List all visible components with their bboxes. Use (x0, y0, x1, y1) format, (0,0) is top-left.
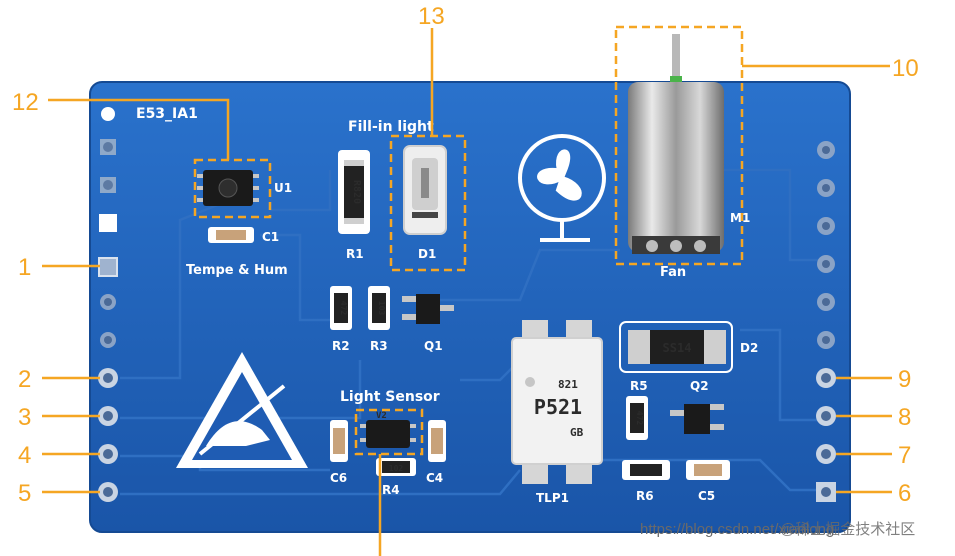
d1-label: D1 (418, 247, 436, 261)
c5-label: C5 (698, 489, 715, 503)
watermark-url: https://blog.csdn.net/xiaolong (640, 521, 834, 538)
u1-sensor-chip (197, 170, 259, 206)
r1-label: R1 (346, 247, 364, 261)
r3-resistor: 103 (368, 286, 390, 330)
fill-in-light-label: Fill-in light (348, 119, 434, 135)
svg-text:SS14: SS14 (663, 341, 692, 355)
c4-capacitor (428, 420, 446, 462)
callout-12: 12 (12, 89, 39, 116)
r1-resistor: R820 (338, 150, 370, 234)
svg-text:GB: GB (570, 426, 584, 439)
c4-label: C4 (426, 471, 443, 485)
light-sensor-label: Light Sensor (340, 389, 440, 405)
c1-capacitor (208, 227, 254, 243)
svg-text:472: 472 (635, 411, 644, 426)
c5-capacitor (686, 460, 730, 480)
r5-label: R5 (630, 379, 648, 393)
svg-text:V2: V2 (376, 411, 387, 421)
pcb-edge (89, 81, 851, 533)
left-header-pins (98, 107, 118, 502)
u1-label: U1 (274, 181, 292, 195)
r5-resistor: 472 (626, 396, 648, 440)
r6-resistor (622, 460, 670, 480)
callout-1: 1 (18, 254, 31, 281)
svg-text:P521: P521 (534, 395, 582, 419)
callout-boxes (193, 25, 744, 456)
svg-text:R820: R820 (351, 180, 362, 204)
tempe-hum-label: Tempe & Hum (186, 263, 288, 278)
callout-9: 9 (898, 366, 911, 393)
d2-label: D2 (740, 341, 758, 355)
fan-motor (628, 34, 724, 254)
callout-4: 4 (18, 442, 31, 469)
esd-warning-icon (176, 352, 308, 468)
svg-text:821: 821 (558, 378, 578, 391)
r2-label: R2 (332, 339, 350, 353)
board-name-label: E53_IA1 (136, 106, 198, 122)
r4-label: R4 (382, 483, 400, 497)
tlp1-label: TLP1 (536, 491, 569, 505)
m1-label: M1 (730, 211, 750, 225)
r4-resistor: 102 (376, 458, 416, 476)
q1-transistor (402, 294, 454, 324)
c6-capacitor (330, 420, 348, 462)
light-sensor-chip: V2 (360, 411, 416, 448)
q2-transistor (670, 404, 724, 434)
svg-text:472: 472 (339, 301, 348, 316)
callout-10: 10 (892, 55, 919, 82)
callout-2: 2 (18, 366, 31, 393)
tlp1-optocoupler: 821 P521 GB (511, 320, 603, 484)
watermark-cn: @稀土掘金技术社区 (780, 521, 915, 538)
callout-5: 5 (18, 480, 31, 507)
d1-led (403, 145, 447, 235)
callout-6: 6 (898, 480, 911, 507)
svg-text:102: 102 (389, 464, 404, 473)
callout-leaders (42, 28, 892, 556)
c1-label: C1 (262, 230, 279, 244)
callout-13: 13 (418, 3, 445, 30)
q2-label: Q2 (690, 379, 709, 393)
fan-icon (518, 134, 606, 242)
r2-resistor: 472 (330, 286, 352, 330)
r6-label: R6 (636, 489, 654, 503)
c6-label: C6 (330, 471, 347, 485)
callout-3: 3 (18, 404, 31, 431)
right-header-pins (816, 141, 836, 502)
d2-diode: SS14 (619, 321, 733, 373)
fan-label: Fan (660, 265, 686, 280)
callout-7: 7 (898, 442, 911, 469)
r3-label: R3 (370, 339, 388, 353)
q1-label: Q1 (424, 339, 443, 353)
callout-8: 8 (898, 404, 911, 431)
svg-text:103: 103 (377, 301, 386, 316)
